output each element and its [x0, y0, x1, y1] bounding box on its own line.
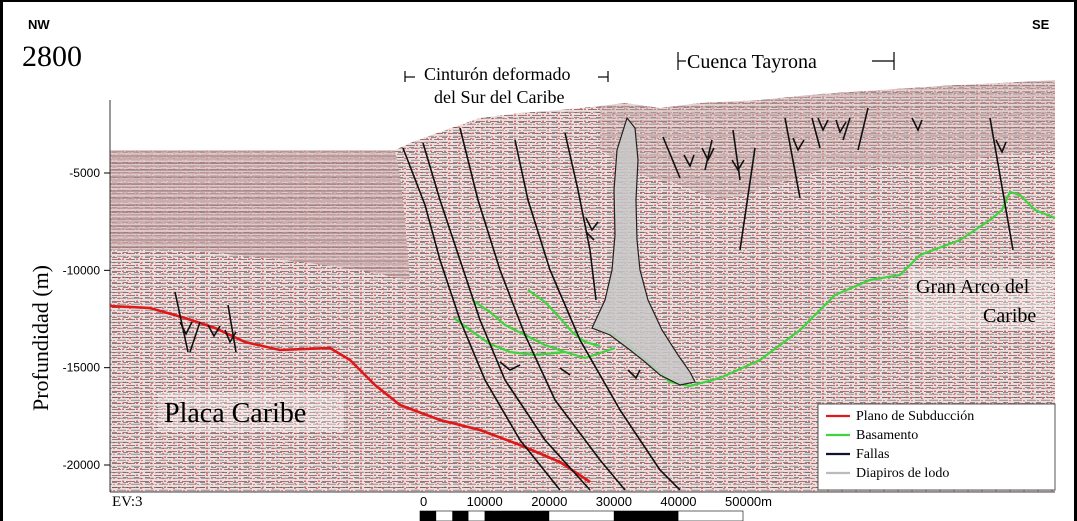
- cinturon-label: Cinturón deformado del Sur del Caribe: [405, 64, 608, 107]
- gran-arco-label-line2: Caribe: [983, 305, 1036, 327]
- scale-tick-label: 10000: [467, 494, 503, 509]
- scale-bar-segment: [452, 511, 468, 521]
- y-tick-label: -5000: [69, 166, 100, 180]
- scale-bar: EV:3 0 10000 20000 30000 40000 50000m: [110, 492, 1055, 521]
- legend-label: Plano de Subducción: [856, 409, 974, 424]
- nw-label: NW: [28, 17, 50, 32]
- legend-label: Fallas: [856, 447, 889, 462]
- scale-tick-label: 40000: [660, 494, 696, 509]
- se-label: SE: [1032, 17, 1050, 32]
- scale-tick-label: 30000: [596, 494, 632, 509]
- legend: Plano de SubducciónBasamentoFallasDiapir…: [818, 404, 1055, 490]
- cuenca-label-text: Cuenca Tayrona: [687, 51, 817, 73]
- scale-tick-labels: 0 10000 20000 30000 40000 50000m: [420, 494, 772, 509]
- scale-bar-segment: [420, 511, 436, 521]
- legend-label: Diapiros de lodo: [856, 466, 949, 481]
- cinturon-label-line2: del Sur del Caribe: [434, 87, 564, 107]
- scale-bar-segment: [614, 511, 679, 521]
- y-axis-ticks: -5000 -10000 -15000 -20000: [63, 166, 110, 472]
- y-axis: Profundidad (m) -5000 -10000 -15000 -20000: [28, 100, 110, 492]
- y-tick-label: -20000: [63, 458, 101, 472]
- scale-tick-label: 0: [420, 494, 427, 509]
- y-axis-label: Profundidad (m): [28, 265, 53, 411]
- gran-arco-label-line1: Gran Arco del: [916, 276, 1030, 298]
- scale-blocks: [420, 511, 743, 521]
- y-tick-label: -10000: [63, 263, 101, 277]
- cinturon-label-line1: Cinturón deformado: [424, 64, 570, 84]
- line-id: 2800: [22, 40, 82, 73]
- legend-label: Basamento: [856, 428, 918, 443]
- scale-tick-label: 50000m: [725, 494, 772, 509]
- scale-bar-segment: [485, 511, 550, 521]
- ev-label: EV:3: [112, 494, 143, 510]
- placa-label: Placa Caribe: [164, 398, 306, 429]
- scale-bar-outline: [420, 511, 743, 521]
- cuenca-label: Cuenca Tayrona: [678, 51, 894, 73]
- y-tick-label: -15000: [63, 361, 101, 375]
- scale-tick-label: 20000: [531, 494, 567, 509]
